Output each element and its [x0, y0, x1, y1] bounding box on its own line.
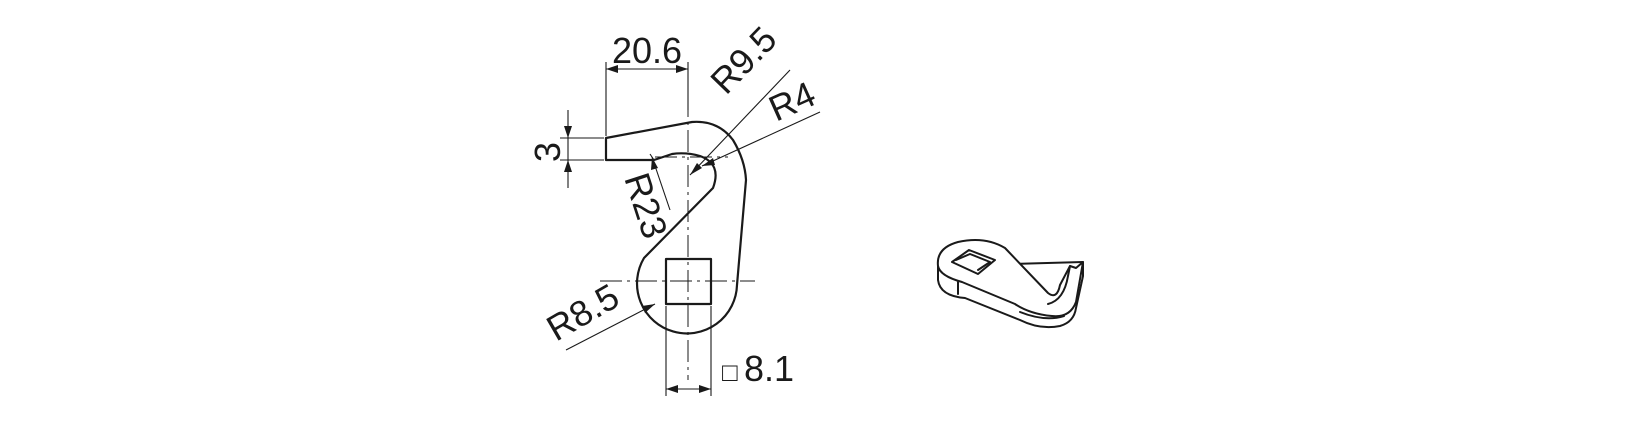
iso-edge-bottom [1019, 311, 1065, 320]
arrow-r4 [702, 158, 715, 166]
arrow-down [564, 126, 572, 138]
leader-r85 [565, 303, 656, 351]
arrow-left [606, 65, 618, 73]
dim-label-width: 20.6 [612, 30, 682, 71]
dim-label-r23: R23 [616, 168, 675, 243]
isometric-view [936, 239, 1084, 329]
part-outline [604, 120, 748, 335]
dim-width: 20.6 [605, 30, 689, 136]
dim-label-thickness: 3 [527, 142, 568, 162]
dim-thickness: 3 [527, 110, 604, 188]
iso-edge-hook [1047, 265, 1071, 305]
dim-square: □ 8.1 [665, 306, 794, 396]
dim-label-r85: R8.5 [540, 275, 626, 349]
iso-top-face [936, 239, 1084, 318]
arrow-r95 [690, 163, 702, 175]
leader-r4 [701, 111, 821, 167]
arrow-right [676, 65, 688, 73]
arrow-square-right [699, 385, 711, 393]
arrow-square-left [666, 385, 678, 393]
outer-contour [604, 120, 748, 335]
square-hole [664, 257, 713, 306]
arrow-r23 [651, 157, 658, 170]
dim-square-symbol: □ [722, 357, 738, 387]
iso-square-hole-depth [955, 253, 991, 271]
dim-label-r4: R4 [763, 73, 822, 129]
arrow-up [564, 160, 572, 172]
arrow-r85 [642, 304, 655, 313]
dim-r-arc: R23 [616, 156, 676, 243]
iso-square-hole [951, 249, 996, 275]
leader-r95 [689, 69, 791, 176]
dim-label-square: 8.1 [744, 348, 794, 389]
